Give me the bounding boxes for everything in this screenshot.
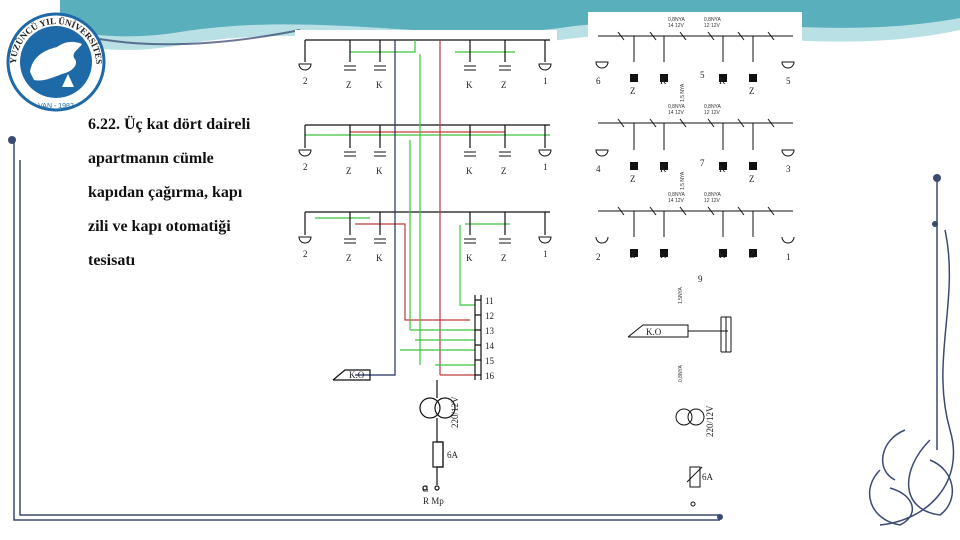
title-line-5: tesisatı — [88, 252, 136, 269]
slide-title: 6.22. Üç kat dört daireli apartmanın cüm… — [88, 108, 288, 278]
supply-label: R Mp — [423, 496, 444, 506]
floor-1-cable-labels: 0,8NYA 14 12V 0,8NYA 12 12V — [668, 192, 722, 204]
svg-text:14 12V: 14 12V — [668, 110, 685, 116]
floor-3-cable-labels: 0,8NYA 14 12V 0,8NYA 12 12V 1,5 NYA — [668, 17, 722, 102]
title-line-1: 6.22. Üç kat dört daireli — [88, 116, 251, 133]
svg-text:1: 1 — [543, 76, 548, 86]
svg-text:0,8NYA: 0,8NYA — [704, 17, 722, 23]
floor-1-labels: 2 Z K K Z 1 — [303, 249, 548, 263]
svg-text:K: K — [719, 250, 726, 260]
right-floor-1-labels: 2 Z K K Z 1 — [596, 250, 791, 262]
fuse-label: 6A — [447, 450, 459, 460]
svg-text:12: 12 — [485, 311, 494, 321]
svg-text:5: 5 — [700, 70, 705, 80]
svg-text:7: 7 — [700, 158, 705, 168]
svg-text:Z: Z — [501, 166, 507, 176]
svg-text:14: 14 — [485, 341, 495, 351]
svg-text:1,5 NYA: 1,5 NYA — [680, 171, 686, 190]
svg-text:K: K — [719, 76, 726, 86]
svg-text:1: 1 — [786, 252, 791, 262]
terminal-labels: 11 12 13 14 15 16 — [485, 296, 495, 381]
svg-text:1,5 NYA: 1,5 NYA — [680, 83, 686, 102]
svg-text:Z: Z — [749, 86, 755, 96]
svg-text:3: 3 — [786, 164, 791, 174]
svg-text:2: 2 — [303, 249, 308, 259]
svg-text:1: 1 — [543, 162, 548, 172]
svg-text:1: 1 — [543, 249, 548, 259]
svg-text:0,8NYA: 0,8NYA — [668, 17, 686, 23]
svg-text:K: K — [466, 166, 473, 176]
right-riser-label: 1,5NYA — [678, 286, 684, 304]
supply-mark: G — [422, 484, 429, 494]
single-line-circuit-diagram: 0,8NYA 14 12V 0,8NYA 12 12V 1,5 NYA 0,8N… — [588, 12, 802, 512]
svg-text:5: 5 — [786, 76, 791, 86]
right-riser-number: 9 — [698, 274, 703, 284]
floor-3-wiring — [304, 39, 550, 62]
svg-text:6: 6 — [596, 76, 601, 86]
right-door-opener-label: K.O — [646, 327, 662, 337]
title-line-4: zili ve kapı otomatiği — [88, 218, 231, 235]
svg-text:2: 2 — [303, 162, 308, 172]
svg-text:K: K — [376, 253, 383, 263]
svg-text:0,8NYA: 0,8NYA — [704, 192, 722, 198]
svg-text:K: K — [466, 253, 473, 263]
svg-text:K: K — [660, 76, 667, 86]
svg-text:Z: Z — [630, 250, 636, 260]
right-floor-3-labels: 6 Z K K Z 5 5 — [596, 70, 791, 96]
svg-text:Z: Z — [346, 253, 352, 263]
svg-text:Z: Z — [749, 174, 755, 184]
svg-text:13: 13 — [485, 326, 495, 336]
floor-1-wiring — [304, 211, 550, 321]
svg-text:15: 15 — [485, 356, 495, 366]
transformer-label: 220/12V — [450, 396, 460, 428]
svg-text:Z: Z — [630, 86, 636, 96]
svg-text:Z: Z — [501, 253, 507, 263]
svg-text:12 12V: 12 12V — [704, 198, 721, 204]
title-line-2: apartmanın cümle — [88, 150, 214, 167]
right-transformer-label: 220/12V — [705, 405, 715, 437]
svg-text:2: 2 — [596, 252, 601, 262]
svg-text:16: 16 — [485, 371, 495, 381]
svg-text:11: 11 — [485, 296, 494, 306]
floor-2-labels: 2 Z K K Z 1 — [303, 162, 548, 176]
svg-text:4: 4 — [596, 164, 601, 174]
svg-text:K: K — [466, 80, 473, 90]
title-line-3: kapıdan çağırma, kapı — [88, 184, 243, 201]
right-fuse-label: 6A — [702, 472, 714, 482]
right-floor-2-labels: 4 Z K K Z 3 7 — [596, 158, 791, 184]
svg-text:0,8NYA: 0,8NYA — [668, 104, 686, 110]
right-lower-cable-label: 0,8NYA — [678, 364, 684, 382]
floor-2-cable-labels: 0,8NYA 14 12V 0,8NYA 12 12V 1,5 NYA — [668, 104, 722, 190]
svg-text:K: K — [376, 80, 383, 90]
logo-footer-text: VAN - 1982 — [38, 103, 74, 110]
svg-text:12 12V: 12 12V — [704, 110, 721, 116]
svg-text:Z: Z — [346, 166, 352, 176]
svg-text:2: 2 — [303, 76, 308, 86]
floor-2-wiring — [304, 124, 550, 148]
svg-text:Z: Z — [501, 80, 507, 90]
floor-3-labels: 2 Z K K Z 1 — [303, 76, 548, 90]
svg-text:K: K — [719, 164, 726, 174]
svg-text:K: K — [376, 166, 383, 176]
svg-text:12 12V: 12 12V — [704, 23, 721, 29]
door-opener-label: K.O — [349, 370, 365, 380]
svg-text:0,8NYA: 0,8NYA — [704, 104, 722, 110]
svg-text:K: K — [660, 164, 667, 174]
svg-text:Z: Z — [749, 250, 755, 260]
doorbell-circuit-diagram: 2 Z K K Z 1 2 Z K K Z 1 2 Z K K Z 1 11 1… — [295, 30, 557, 510]
svg-text:Z: Z — [630, 174, 636, 184]
svg-text:0,8NYA: 0,8NYA — [668, 192, 686, 198]
svg-text:K: K — [660, 250, 667, 260]
svg-text:14 12V: 14 12V — [668, 198, 685, 204]
university-logo: YÜZÜNCÜ YIL ÜNİVERSİTESİ VAN - 1982 — [2, 2, 106, 112]
svg-text:Z: Z — [346, 80, 352, 90]
svg-text:14 12V: 14 12V — [668, 23, 685, 29]
